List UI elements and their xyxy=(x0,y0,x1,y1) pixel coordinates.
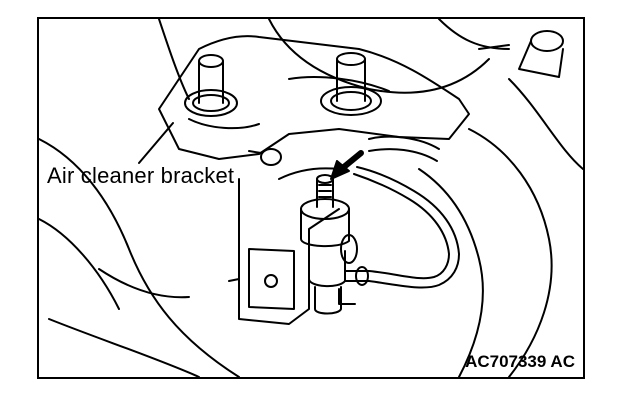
air-cleaner-bracket xyxy=(158,35,470,160)
engine-illustration xyxy=(39,19,583,377)
fuel-fitting-assembly xyxy=(300,174,358,315)
engine-outline xyxy=(39,19,583,377)
figure-code: AC707339 AC xyxy=(465,352,575,371)
diagram-frame: Air cleaner bracket AC707339 AC xyxy=(37,17,585,379)
background-hoses xyxy=(248,135,440,166)
bracket-post-left xyxy=(184,54,238,117)
callout-leader-line xyxy=(138,122,174,164)
top-right-fitting xyxy=(478,30,564,78)
bracket-post-right xyxy=(320,52,382,116)
fuel-pipe xyxy=(338,166,460,305)
air-cleaner-bracket-label: Air cleaner bracket xyxy=(47,163,235,188)
indicator-arrow-icon xyxy=(330,150,364,180)
